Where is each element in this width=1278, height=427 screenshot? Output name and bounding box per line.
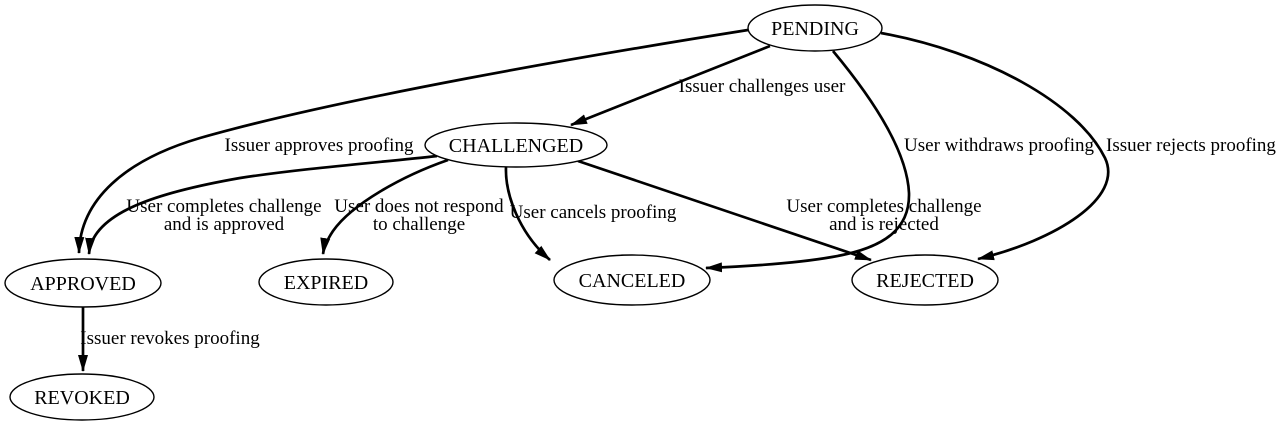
edge-label-user-completes-rejected-line1: User completes challenge [786,196,981,217]
node-pending: PENDING [747,4,883,52]
edge-label-issuer-rejects-proofing: Issuer rejects proofing [1106,135,1276,156]
edge-label-user-no-respond-line2: to challenge [373,214,465,235]
node-challenged-ellipse [424,122,608,168]
edge-challenged-approved [85,154,438,255]
edge-challenged-rejected [577,159,872,262]
edge-label-issuer-challenges-user: Issuer challenges user [679,76,846,97]
node-challenged: CHALLENGED [424,122,608,168]
edge-label-user-completes-approved-line1: User completes challenge [126,196,321,217]
edge-label-issuer-approves-proofing: Issuer approves proofing [225,135,414,156]
edge-label-user-completes-approved-line2: and is approved [164,214,285,235]
edge-labels: Issuer challenges user Issuer approves p… [80,76,1276,349]
node-revoked-ellipse [9,373,155,421]
node-revoked-label: REVOKED [34,387,130,409]
node-approved-label: APPROVED [30,273,136,295]
node-rejected-label: REJECTED [876,270,974,292]
edge-pending-rejected [880,31,1110,261]
node-expired-label: EXPIRED [284,272,368,294]
node-canceled-ellipse [553,254,711,306]
edge-label-user-completes-rejected-line2: and is rejected [829,214,939,235]
node-approved: APPROVED [4,258,162,308]
node-pending-label: PENDING [771,18,859,40]
edge-label-user-withdraws-proofing: User withdraws proofing [904,135,1094,156]
edges [74,28,1110,372]
edge-pending-approved [74,28,749,254]
node-rejected-ellipse [851,254,999,306]
edge-challenged-expired [320,158,449,255]
edge-challenged-canceled [504,166,551,262]
node-challenged-label: CHALLENGED [449,135,583,157]
node-pending-ellipse [747,4,883,52]
node-canceled-label: CANCELED [579,270,686,292]
node-expired: EXPIRED [258,258,394,306]
node-expired-ellipse [258,258,394,306]
edge-label-issuer-revokes-proofing: Issuer revokes proofing [80,328,260,349]
node-canceled: CANCELED [553,254,711,306]
node-rejected: REJECTED [851,254,999,306]
node-approved-ellipse [4,258,162,308]
edge-label-user-no-respond-line1: User does not respond [334,196,504,217]
edge-pending-challenged [570,44,771,127]
edge-pending-canceled [705,50,911,273]
node-revoked: REVOKED [9,373,155,421]
edge-label-user-cancels-proofing: User cancels proofing [510,202,677,223]
